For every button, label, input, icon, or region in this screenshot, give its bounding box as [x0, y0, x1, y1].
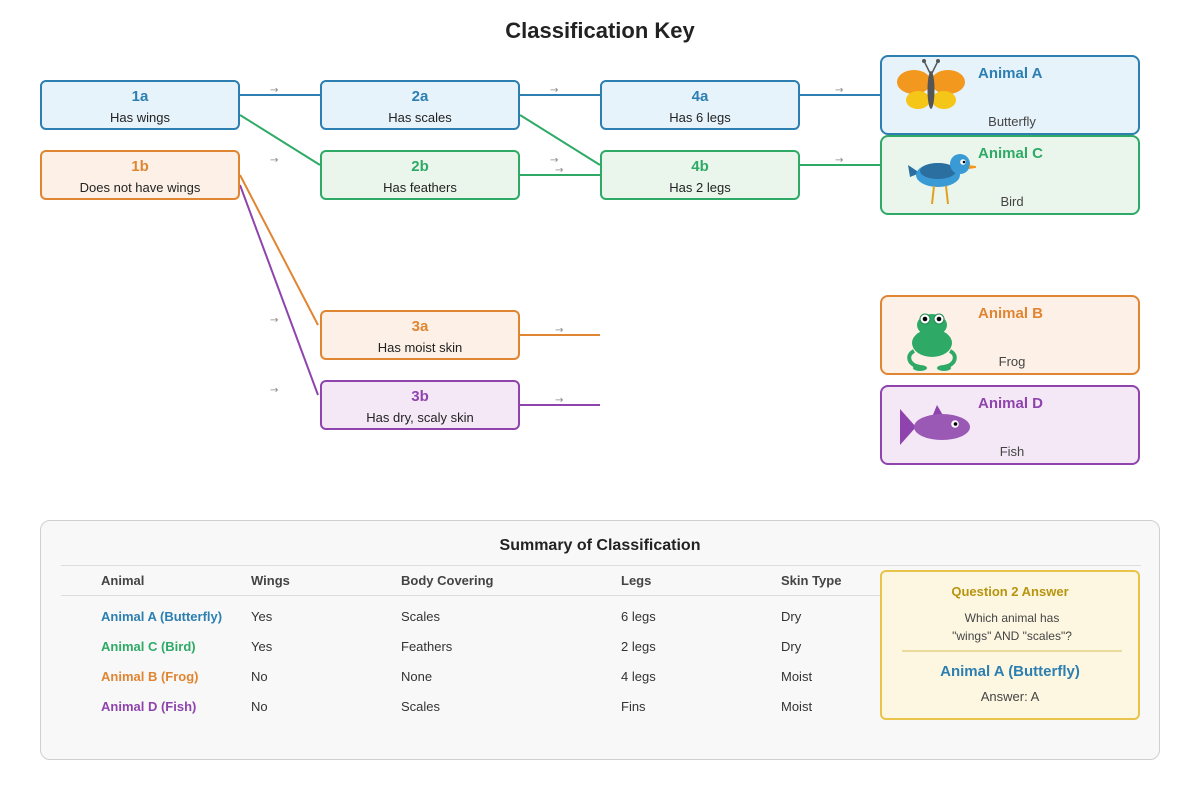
animal-common-name: Bird	[1000, 194, 1024, 209]
animal-name: Animal C	[978, 145, 1044, 162]
table-cell: No	[251, 699, 268, 714]
animal-name: Animal B	[978, 305, 1044, 322]
key-code: 2b	[411, 158, 429, 175]
key-code: 1a	[131, 88, 149, 105]
animal-card-a: Animal A Butterfly	[880, 55, 1140, 135]
arrow-glyph: →	[835, 155, 843, 166]
key-description: Has 2 legs	[669, 180, 731, 195]
butterfly-icon	[897, 59, 965, 109]
table-cell: None	[401, 669, 433, 684]
connector-1b-3a	[239, 174, 319, 326]
table-cell: 4 legs	[621, 669, 656, 684]
connector-2a-4b	[519, 114, 601, 166]
column-header-body-covering: Body Covering	[401, 573, 494, 588]
key-code: 2a	[411, 88, 429, 105]
animal-common-name: Frog	[998, 354, 1026, 369]
key-description: Has wings	[110, 110, 170, 125]
arrow-glyph: →	[270, 85, 278, 96]
arrow-glyph: →	[555, 395, 563, 406]
table-cell: Moist	[781, 699, 813, 714]
table-cell-animal: Animal B (Frog)	[101, 669, 199, 684]
connector-1a-2b	[239, 114, 321, 166]
arrow-glyph: →	[270, 155, 278, 166]
frog-icon	[907, 313, 957, 371]
key-node-2a: 2a Has scales	[320, 80, 520, 130]
column-header-skin-type: Skin Type	[781, 573, 842, 588]
table-cell: Dry	[781, 609, 802, 624]
table-cell-animal: Animal C (Bird)	[101, 639, 196, 654]
table-cell: Scales	[401, 699, 441, 714]
arrow-glyph: →	[270, 315, 278, 326]
animal-name: Animal D	[978, 395, 1044, 412]
arrow-glyph: →	[555, 165, 563, 176]
key-description: Has feathers	[383, 180, 457, 195]
bird-icon	[908, 154, 976, 205]
summary-header-divider	[61, 595, 881, 596]
key-code: 3a	[411, 318, 429, 335]
key-node-2b: 2b Has feathers	[320, 150, 520, 200]
key-description: Has moist skin	[377, 340, 463, 355]
table-cell-animal: Animal A (Butterfly)	[101, 609, 223, 624]
key-code: 4a	[691, 88, 709, 105]
animal-common-name: Butterfly	[988, 114, 1036, 129]
table-cell: Dry	[781, 639, 802, 654]
table-cell: No	[251, 669, 268, 684]
key-description: Has scales	[388, 110, 452, 125]
key-node-1b: 1b Does not have wings	[40, 150, 240, 200]
key-description: Has dry, scaly skin	[366, 410, 474, 425]
animal-card-c: Animal C Bird	[880, 135, 1140, 215]
arrow-glyph: →	[555, 325, 563, 336]
key-node-3a: 3a Has moist skin	[320, 310, 520, 360]
table-cell: Yes	[251, 639, 273, 654]
answer-box: Question 2 Answer Which animal has "wing…	[880, 570, 1140, 720]
table-cell-animal: Animal D (Fish)	[101, 699, 197, 714]
arrow-glyph: →	[550, 85, 558, 96]
fish-icon	[900, 405, 970, 445]
key-node-4b: 4b Has 2 legs	[600, 150, 800, 200]
arrow-glyph: →	[270, 385, 278, 396]
answer-question: Which animal has "wings" AND "scales"?	[912, 609, 1112, 645]
animal-common-name: Fish	[999, 444, 1025, 459]
table-cell: 2 legs	[621, 639, 656, 654]
column-header-wings: Wings	[251, 573, 290, 588]
table-cell: Feathers	[401, 639, 453, 654]
answer-question-line: "wings" AND "scales"?	[952, 629, 1072, 643]
column-header-legs: Legs	[621, 573, 652, 588]
key-description: Does not have wings	[79, 180, 201, 195]
connector-1b-3b	[239, 184, 319, 396]
key-code: 1b	[131, 158, 149, 175]
key-description: Has 6 legs	[669, 110, 731, 125]
key-node-4a: 4a Has 6 legs	[600, 80, 800, 130]
answer-label: Answer: A	[980, 689, 1040, 704]
diagram-title: Classification Key	[505, 18, 695, 43]
key-code: 3b	[411, 388, 429, 405]
table-cell: Scales	[401, 609, 441, 624]
table-cell: Fins	[621, 699, 646, 714]
summary-divider	[61, 565, 1141, 566]
column-header-animal: Animal	[101, 573, 145, 588]
arrow-glyph: →	[835, 85, 843, 96]
summary-title: Summary of Classification	[499, 537, 701, 554]
table-cell: Yes	[251, 609, 273, 624]
answer-question-line: Which animal has	[964, 611, 1060, 625]
answer-heading: Question 2 Answer	[951, 584, 1069, 599]
arrow-glyph: →	[550, 155, 558, 166]
key-node-3b: 3b Has dry, scaly skin	[320, 380, 520, 430]
table-cell: 6 legs	[621, 609, 656, 624]
animal-card-d: Animal D Fish	[880, 385, 1140, 465]
key-node-1a: 1a Has wings	[40, 80, 240, 130]
answer-divider	[902, 650, 1122, 652]
animal-name: Animal A	[978, 65, 1043, 82]
table-cell: Moist	[781, 669, 813, 684]
answer-animal: Animal A (Butterfly)	[940, 663, 1080, 680]
key-code: 4b	[691, 158, 709, 175]
animal-card-b: Animal B Frog	[880, 295, 1140, 375]
